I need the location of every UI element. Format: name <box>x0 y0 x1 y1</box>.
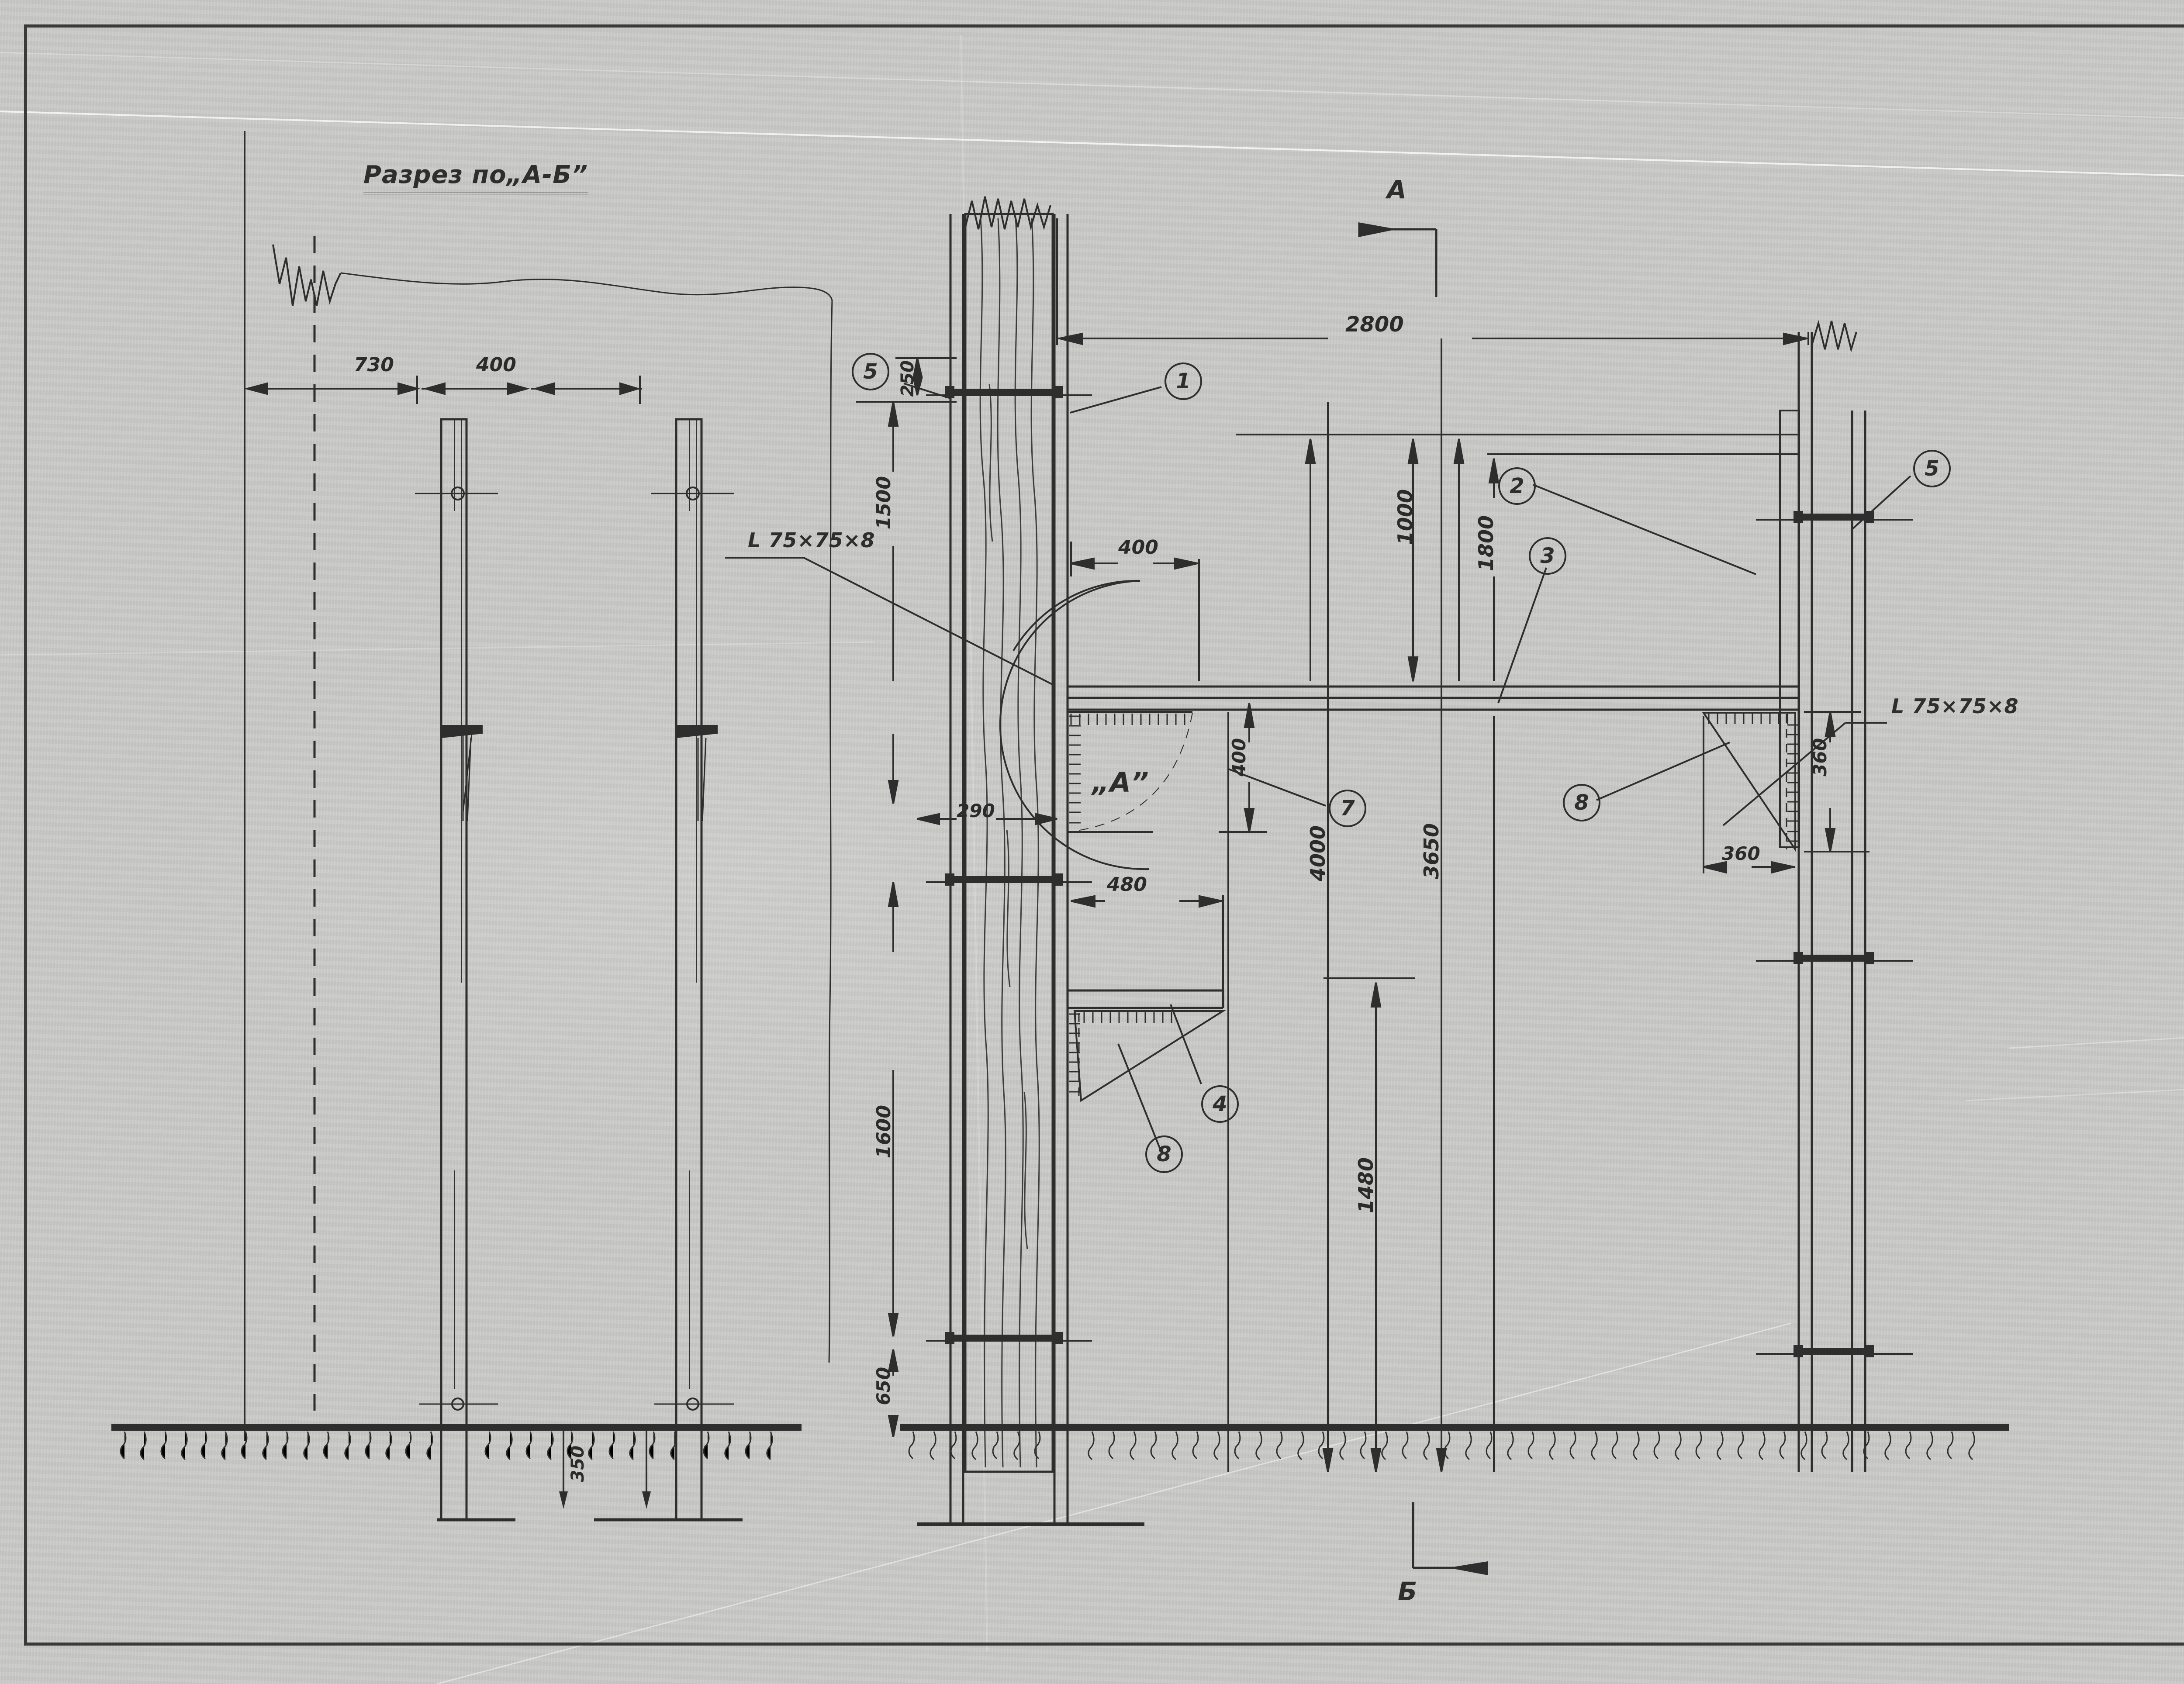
dimension-2800: 2800 <box>1345 312 1404 337</box>
balloon-3-main[interactable]: 3 <box>1529 537 1566 575</box>
angle-label-right: L 75×75×8 <box>1891 694 2019 718</box>
balloon-5-right[interactable]: 5 <box>1913 450 1951 487</box>
balloon-8-left[interactable]: 8 <box>1145 1135 1183 1173</box>
balloon-1-main[interactable]: 1 <box>1165 362 1202 400</box>
balloon-5-left[interactable]: 5 <box>852 353 889 390</box>
section-marker-B: Б <box>1398 1577 1418 1606</box>
dimension-360-horizontal: 360 <box>1722 843 1760 864</box>
dimension-730: 730 <box>354 354 394 376</box>
dimension-290: 290 <box>957 800 995 821</box>
sheet-border <box>24 24 2184 1646</box>
balloon-2[interactable]: 2 <box>1498 467 1536 505</box>
section-view-title: Разрез по„А-Б” <box>363 161 588 194</box>
dimension-480: 480 <box>1107 873 1147 896</box>
balloon-7-main[interactable]: 7 <box>1329 790 1366 827</box>
section-marker-A: А <box>1387 175 1407 204</box>
balloon-8-right[interactable]: 8 <box>1563 784 1600 821</box>
angle-label-left: L 75×75×8 <box>748 528 875 552</box>
dimension-400-left: 400 <box>476 354 516 376</box>
dimension-400-upper: 400 <box>1118 536 1158 559</box>
balloon-4[interactable]: 4 <box>1201 1085 1239 1123</box>
detail-letter-A-callout: „А” <box>1092 766 1149 798</box>
